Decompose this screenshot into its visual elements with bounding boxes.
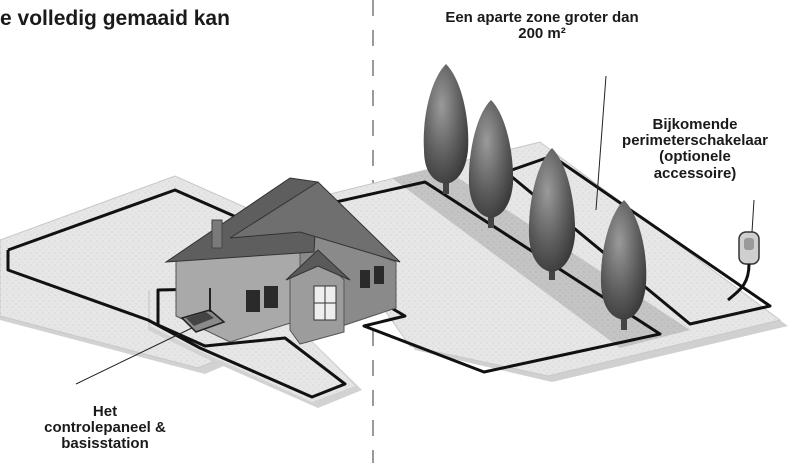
zone-leader-line: [595, 75, 607, 211]
control-leader-line: [75, 325, 197, 385]
tree: [468, 100, 514, 228]
perimeter-switch-label-line: (optionele: [659, 148, 731, 166]
tree: [600, 200, 647, 330]
separate-zone-label-line: Een aparte zone groter dan: [445, 9, 639, 26]
page-heading: e volledig gemaaid kan: [0, 7, 230, 30]
perimeter-switch-device: [727, 231, 760, 302]
separate-zone-label: Een aparte zone groter dan 200 m²: [444, 9, 640, 43]
charging-station: [180, 288, 226, 333]
switch-leader-line: [751, 199, 755, 233]
control-panel-label-line: basisstation: [61, 435, 149, 453]
separate-zone-label-line: 200 m²: [518, 25, 566, 43]
tree: [423, 64, 469, 194]
perimeter-switch-label-line: accessoire): [653, 164, 737, 182]
trees: [423, 64, 647, 330]
perimeter-switch-label: Bijkomende perimeterschakelaar (optionel…: [600, 116, 790, 182]
perimeter-switch-label-line: Bijkomende: [652, 116, 738, 133]
perimeter-switch-label-line: perimeterschakelaar: [622, 132, 768, 150]
control-panel-label-line: Het: [92, 403, 118, 420]
tree: [528, 148, 576, 280]
control-panel-label: Het controlepaneel & basisstation: [40, 403, 170, 453]
control-panel-label-line: controlepaneel &: [44, 419, 166, 437]
